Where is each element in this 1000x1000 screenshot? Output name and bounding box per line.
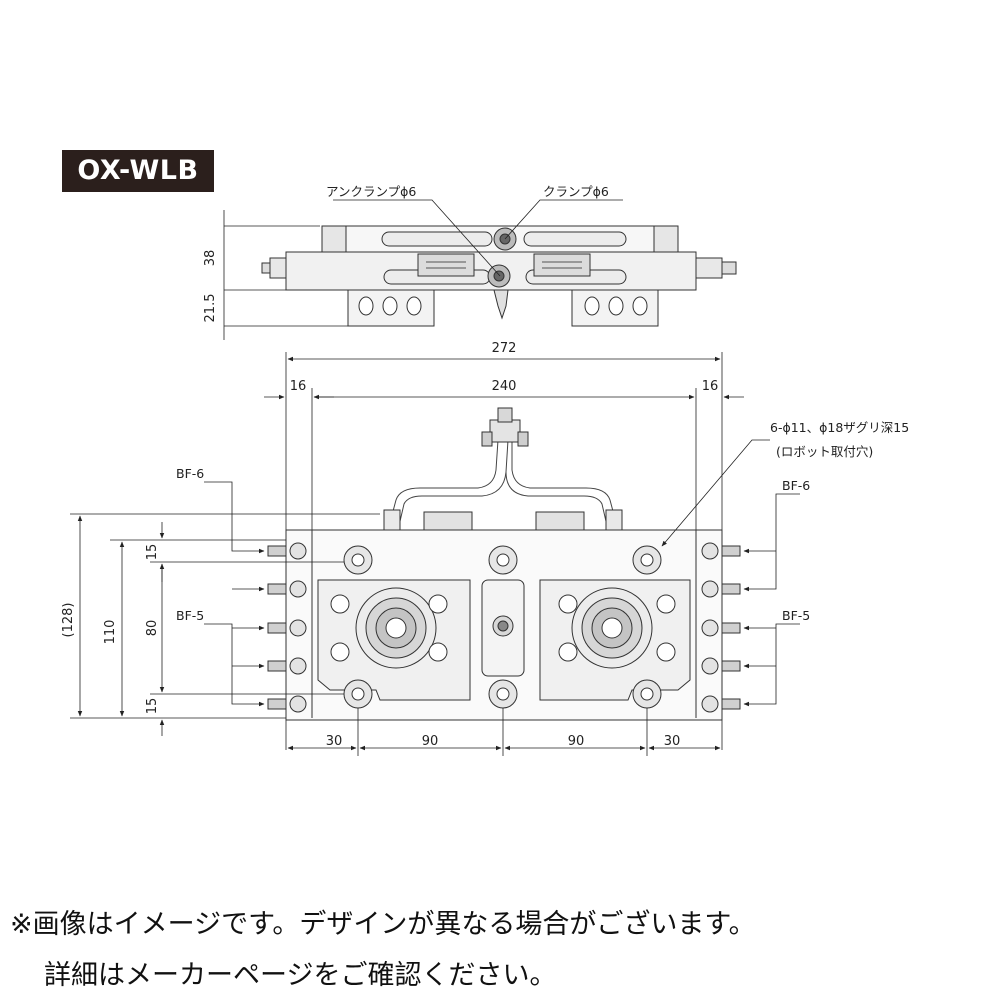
dim-15-top: 15 <box>145 544 160 561</box>
bf6-left-label: BF-6 <box>176 466 204 481</box>
side-right-fitting <box>695 257 723 279</box>
dim-272: 272 <box>492 341 517 356</box>
dim-21-5: 21.5 <box>203 294 218 323</box>
disclaimer-line-2: 詳細はメーカーページをご確認ください。 <box>44 960 557 991</box>
model-badge: OX-WLB <box>62 150 214 192</box>
hole-spec-label: 6-ϕ11、ϕ18ザグリ深15 <box>770 420 909 435</box>
dim-15-bottom: 15 <box>145 698 160 715</box>
dim-16-left: 16 <box>290 379 307 394</box>
dim-30-left: 30 <box>326 734 343 749</box>
dim-240: 240 <box>492 379 517 394</box>
dim-30-right: 30 <box>664 734 681 749</box>
dim-90-left: 90 <box>422 734 439 749</box>
disclaimer-line-1: ※画像はイメージです。デザインが異なる場合がございます。 <box>10 909 756 940</box>
hole-note-label: (ロボット取付穴) <box>776 444 873 459</box>
bf5-left-label: BF-5 <box>176 608 204 623</box>
bf6-right-label: BF-6 <box>782 478 810 493</box>
plan-top-fitting <box>489 419 521 443</box>
side-view <box>223 199 737 340</box>
unclamp-label: アンクランプϕ6 <box>326 184 416 199</box>
side-left-fitting <box>269 257 287 279</box>
edge-ports <box>289 542 719 713</box>
right-tool-hub <box>558 587 676 669</box>
dim-16-right: 16 <box>702 379 719 394</box>
dim-80: 80 <box>145 620 160 637</box>
dim-90-right: 90 <box>568 734 585 749</box>
plan-view <box>264 352 744 750</box>
dim-128: (128) <box>61 603 76 638</box>
left-tool-hub <box>330 587 448 669</box>
clamp-label: クランプϕ6 <box>543 184 609 199</box>
side-connector-left <box>417 253 475 277</box>
side-connector-right <box>533 253 591 277</box>
side-nozzle <box>493 289 509 320</box>
dim-38: 38 <box>203 250 218 267</box>
bf5-right-label: BF-5 <box>782 608 810 623</box>
dim-110: 110 <box>103 620 118 645</box>
robot-mounting-holes <box>343 545 662 709</box>
